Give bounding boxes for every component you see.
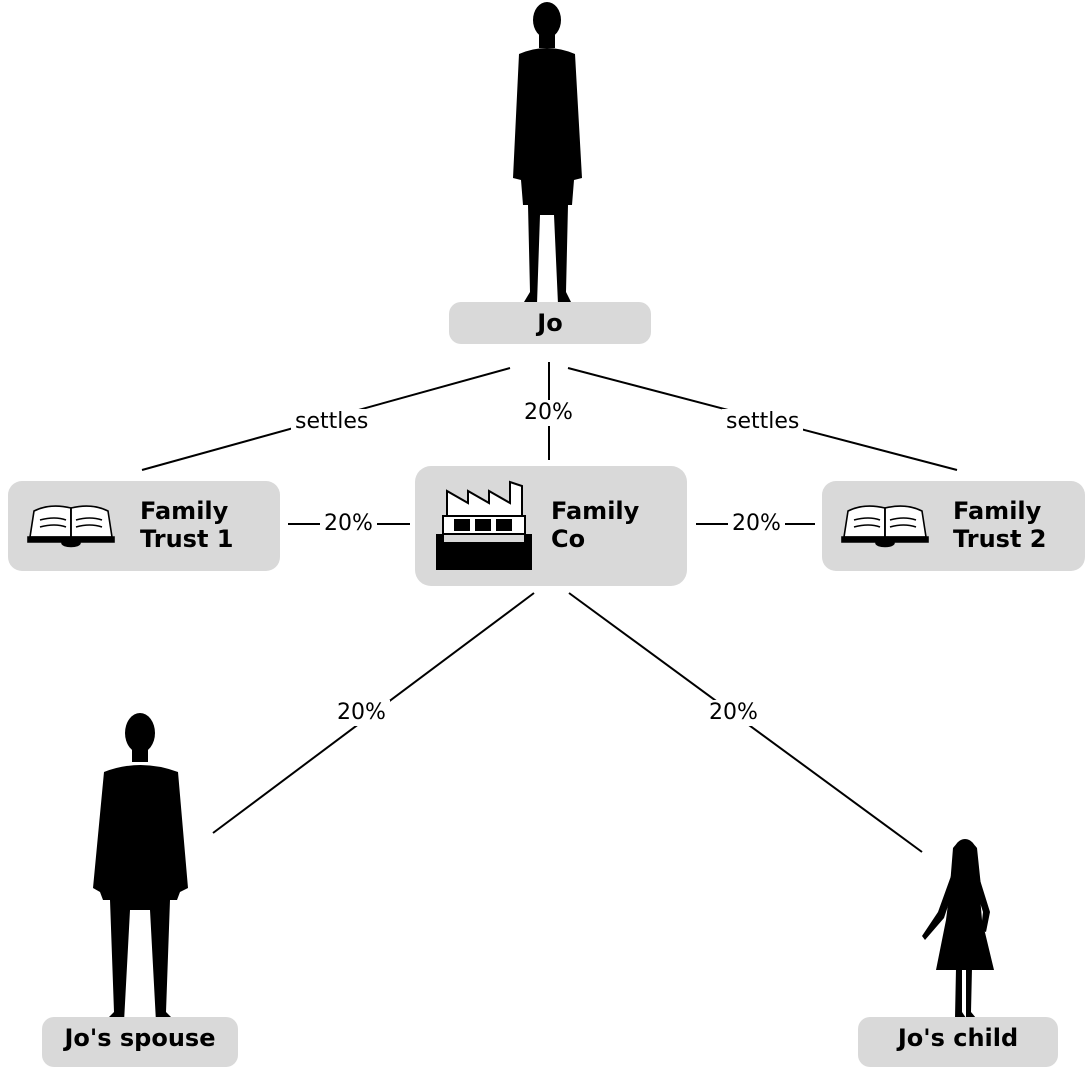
family-co-label: Family Co (551, 497, 640, 553)
open-book-icon (841, 505, 929, 548)
edge-label-jo-co: 20% (520, 400, 577, 426)
jo-label: Jo (537, 309, 563, 337)
jo-child-label-box: Jo's child (858, 1017, 1058, 1067)
edge-label-co-spouse: 20% (333, 700, 390, 726)
family-trust-1-label: Family Trust 1 (140, 497, 234, 553)
connector-lines (141, 362, 958, 853)
family-co-line1: Family (551, 497, 640, 525)
edge-label-jo-trust1: settles (291, 409, 373, 435)
factory-icon (436, 480, 532, 570)
edge-label-trust1-co: 20% (320, 511, 377, 537)
man-silhouette-icon (513, 2, 582, 304)
open-book-icon (27, 505, 115, 548)
jo-label-box: Jo (449, 302, 651, 344)
family-trust-2-label: Family Trust 2 (953, 497, 1047, 553)
family-trust-2-line2: Trust 2 (953, 524, 1047, 553)
edge-label-co-child: 20% (705, 700, 762, 726)
family-trust-1-box (8, 481, 280, 571)
edge-label-trust2-co: 20% (728, 511, 785, 537)
man-silhouette-icon (93, 713, 188, 1022)
family-trust-2-box (822, 481, 1085, 571)
family-co-line2: Co (551, 524, 586, 553)
edge-label-jo-trust2: settles (722, 409, 804, 435)
family-trust-1-line2: Trust 1 (140, 524, 234, 553)
family-trust-2-line1: Family (953, 497, 1042, 525)
family-trust-1-line1: Family (140, 497, 229, 525)
jo-child-label: Jo's child (897, 1024, 1019, 1052)
girl-silhouette-icon (922, 839, 994, 1018)
jo-spouse-label: Jo's spouse (64, 1024, 216, 1052)
jo-spouse-label-box: Jo's spouse (42, 1017, 238, 1067)
